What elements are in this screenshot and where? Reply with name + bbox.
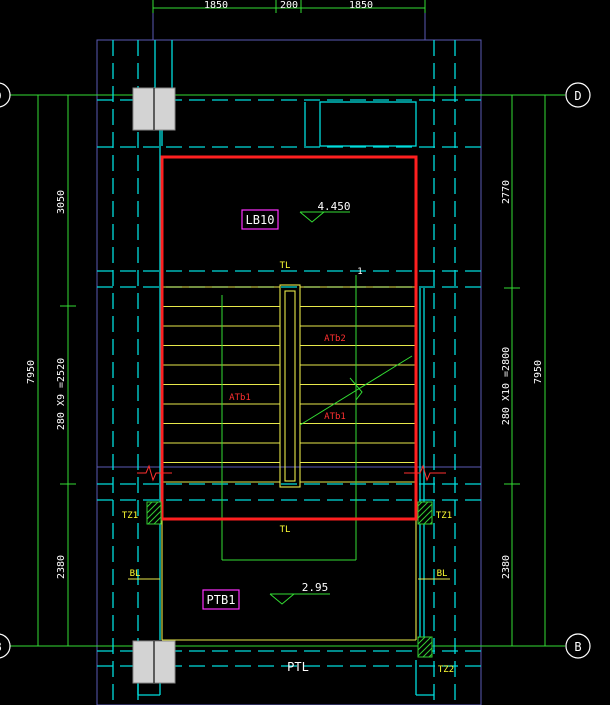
dim-left-lower: 2380 xyxy=(56,555,67,579)
dim-right-mid: 280 X10 =2800 xyxy=(501,347,512,425)
axis-bubble-b-left: B xyxy=(0,633,11,659)
axis-lines xyxy=(10,94,565,647)
dim-right-total: 7950 xyxy=(533,360,544,384)
dim-left-total: 7950 xyxy=(26,360,37,384)
dim-right-upper: 2770 xyxy=(501,180,512,204)
hatched-column-tz1-right xyxy=(417,501,433,525)
break-lines xyxy=(137,464,446,482)
label-atb2: ATb2 xyxy=(324,334,346,344)
label-atb1-right: ATb1 xyxy=(324,412,346,422)
left-dimension-lines xyxy=(30,94,80,647)
dim-top-3: 1850 xyxy=(349,0,373,11)
column-top-left xyxy=(132,87,176,131)
svg-text:B: B xyxy=(0,640,2,654)
slab-tag-upper: LB10 xyxy=(246,213,275,227)
dim-right-lower: 2380 xyxy=(501,555,512,579)
svg-text:B: B xyxy=(574,640,581,654)
hatched-column-tz1-left xyxy=(146,501,162,525)
wall-dashed-lines xyxy=(97,40,481,705)
axis-bubble-d-left: D xyxy=(0,82,11,108)
dim-top-2: 200 xyxy=(280,0,298,11)
label-tz2: TZ2 xyxy=(438,665,454,675)
label-number-one: 1 xyxy=(357,267,362,277)
dim-top-1: 1850 xyxy=(204,0,228,11)
label-bl-right: BL xyxy=(437,569,448,579)
stair-structure xyxy=(161,284,417,641)
elevation-lower: 2.95 xyxy=(302,581,329,594)
label-bl-left: BL xyxy=(130,569,141,579)
dim-left-mid: 280 X9 =2520 xyxy=(56,358,67,430)
label-tz1-left: TZ1 xyxy=(122,511,138,521)
stair-treads xyxy=(162,286,416,483)
column-bottom-left xyxy=(132,640,176,684)
elevation-mark-lower xyxy=(269,593,330,605)
axis-bubble-b-right: B xyxy=(565,633,591,659)
highlight-box xyxy=(160,155,418,521)
slab-tag-lower: PTB1 xyxy=(207,593,236,607)
svg-text:D: D xyxy=(0,89,2,103)
label-ptl: PTL xyxy=(287,660,309,674)
label-tl-top: TL xyxy=(280,261,291,271)
svg-text:D: D xyxy=(574,89,581,103)
slab-tag-upper-box xyxy=(241,209,279,230)
label-tl-bottom: TL xyxy=(280,525,291,535)
wall-solid-lines xyxy=(137,40,434,696)
elevation-mark-upper xyxy=(299,211,350,223)
slab-tag-lower-box xyxy=(202,589,240,610)
axis-bubble-d-right: D xyxy=(565,82,591,108)
stair-handrail-lines xyxy=(221,275,413,561)
elevation-upper: 4.450 xyxy=(317,200,350,213)
label-tz1-right: TZ1 xyxy=(436,511,452,521)
top-dimension-line xyxy=(152,0,426,13)
label-atb1-left: ATb1 xyxy=(229,393,251,403)
hatched-column-tz2 xyxy=(417,636,433,658)
dim-left-upper: 3050 xyxy=(56,190,67,214)
right-dimension-lines xyxy=(500,94,555,647)
